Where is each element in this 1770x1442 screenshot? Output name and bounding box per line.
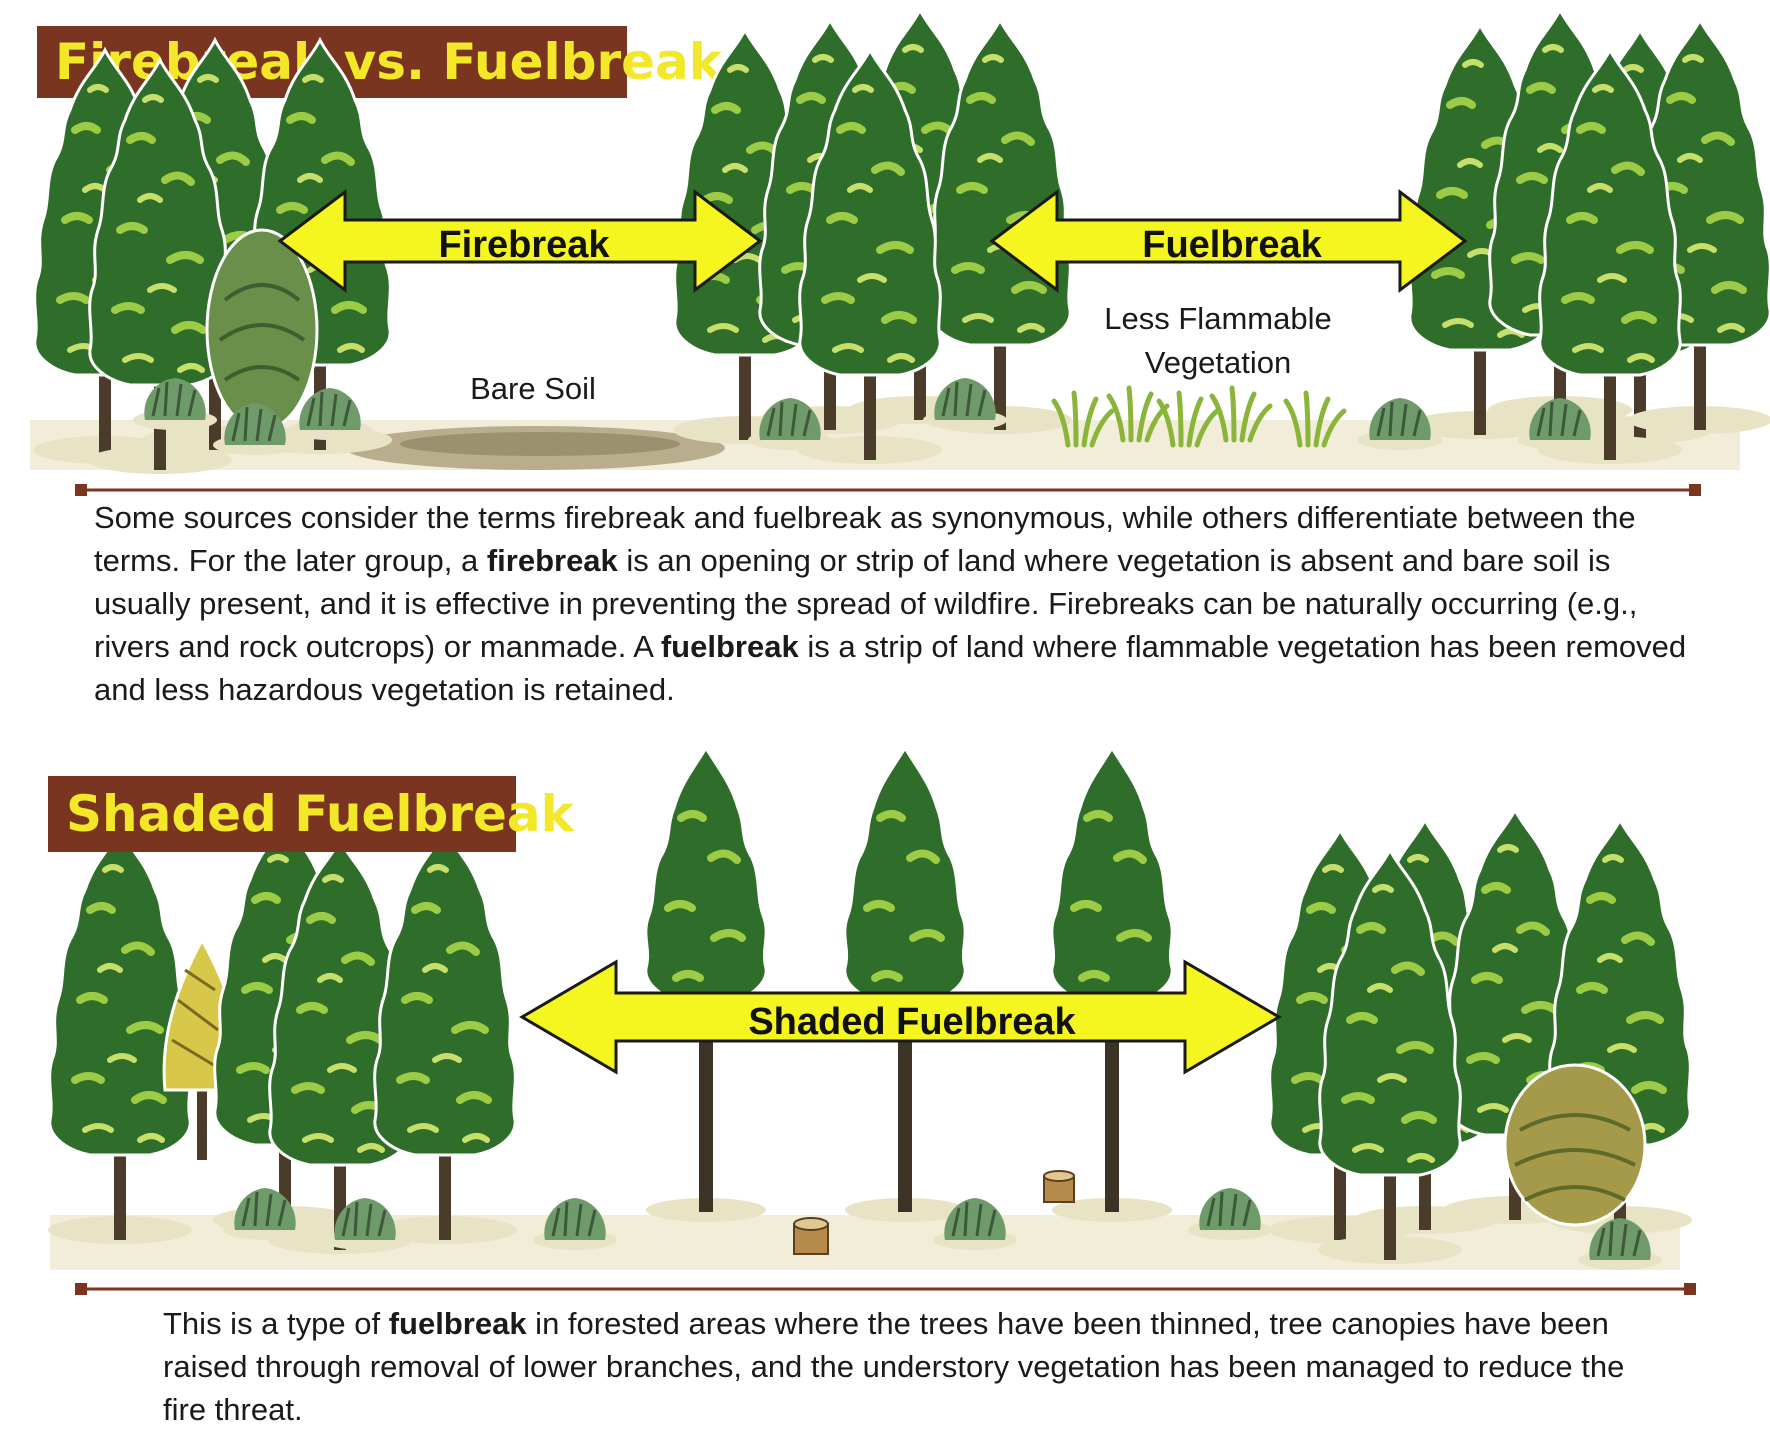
divider-2 xyxy=(75,1283,1696,1295)
section2-title: Shaded Fuelbreak xyxy=(48,776,574,852)
p1-text-1: Some sources consider the terms firebrea… xyxy=(94,500,1636,578)
vegetation-label-line1: Less Flammable xyxy=(1104,301,1331,336)
section1-title: Firebreak vs. Fuelbreak xyxy=(37,26,722,98)
p2-text-2: in forested areas where the trees have b… xyxy=(163,1306,1625,1427)
firebreak-arrow: Firebreak xyxy=(277,188,763,294)
p2-text-1: This is a type of xyxy=(163,1306,389,1341)
firebreak-arrow-label: Firebreak xyxy=(438,224,610,266)
brush-shrub-icon xyxy=(1503,1063,1647,1227)
round-shrub-icon xyxy=(205,228,319,432)
shaded-fuelbreak-arrow: Shaded Fuelbreak xyxy=(519,959,1282,1075)
section2-paragraph: This is a type of fuelbreak in forested … xyxy=(163,1302,1663,1431)
p1-term-firebreak: firebreak xyxy=(486,543,618,578)
shaded-fuelbreak-arrow-label: Shaded Fuelbreak xyxy=(748,1001,1076,1043)
section1-paragraph: Some sources consider the terms firebrea… xyxy=(94,496,1694,711)
fuelbreak-arrow-label: Fuelbreak xyxy=(1142,224,1322,266)
divider-1 xyxy=(75,484,1701,496)
section2-scene xyxy=(48,748,1692,1272)
p1-text-3: is a strip of land where flammable veget… xyxy=(94,629,1687,707)
p1-text-2: is an opening or strip of land where veg… xyxy=(94,543,1638,664)
fuelbreak-arrow: Fuelbreak xyxy=(989,188,1468,294)
p2-term-fuelbreak: fuelbreak xyxy=(388,1306,527,1341)
stump-icon xyxy=(793,1217,829,1255)
stump-icon-2 xyxy=(1043,1170,1075,1203)
bare-soil-label: Bare Soil xyxy=(470,371,596,406)
low-vegetation xyxy=(1054,388,1344,445)
p1-term-fuelbreak: fuelbreak xyxy=(660,629,799,664)
vegetation-label-line2: Vegetation xyxy=(1145,345,1292,380)
section1-scene xyxy=(30,10,1770,474)
